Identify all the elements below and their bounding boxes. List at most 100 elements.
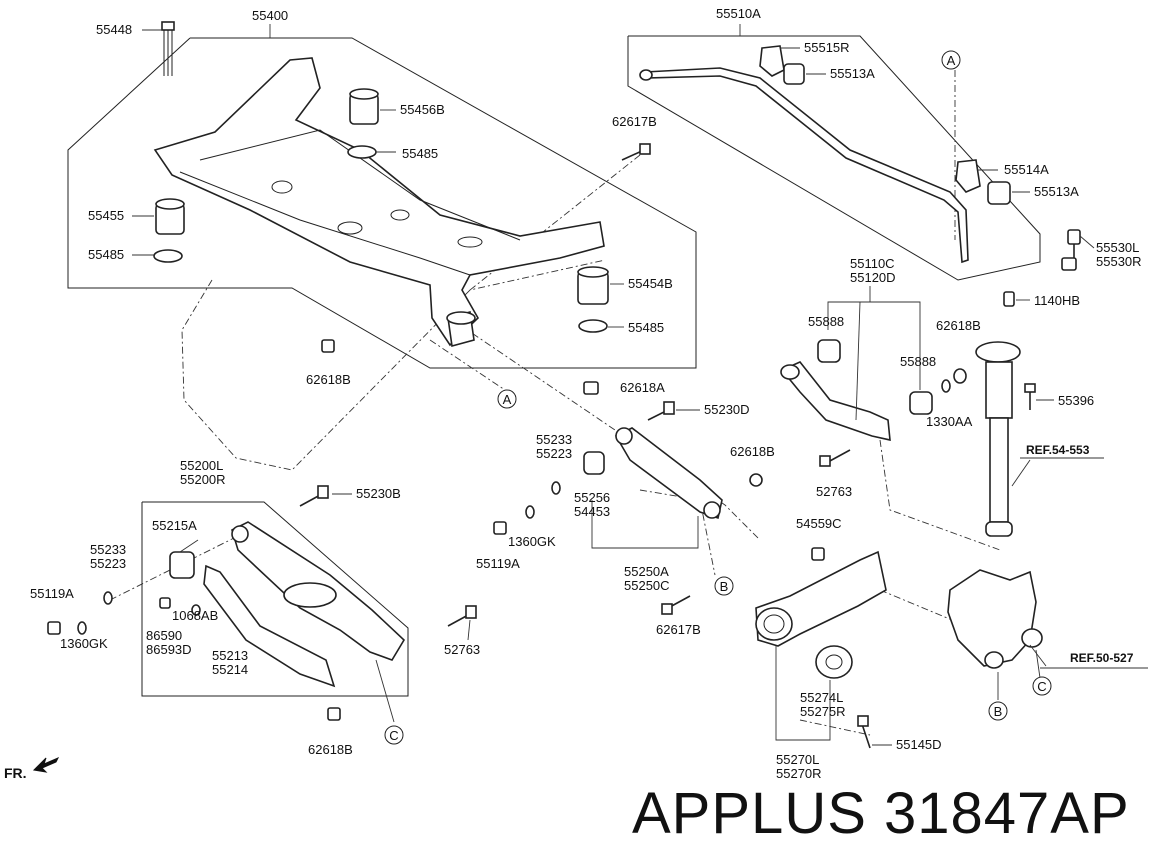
shock-absorber[interactable] [975, 341, 1021, 537]
label-55270R[interactable]: 55270R [776, 766, 822, 781]
washer-55485-b[interactable] [153, 249, 183, 263]
nut-62618B-right[interactable] [953, 368, 967, 384]
label-62617B-bottom[interactable]: 62617B [656, 622, 701, 637]
label-62618B-bottom-left[interactable]: 62618B [308, 742, 353, 757]
label-62618B-right[interactable]: 62618B [936, 318, 981, 333]
label-1068AB[interactable]: 1068AB [172, 608, 218, 623]
label-55485-b[interactable]: 55485 [88, 247, 124, 262]
trailing-arm-55270L[interactable] [755, 550, 887, 647]
label-55454B[interactable]: 55454B [628, 276, 673, 291]
marker-C-right[interactable]: C [1032, 676, 1052, 696]
bolt-55145D[interactable] [857, 715, 871, 749]
label-55396[interactable]: 55396 [1058, 393, 1094, 408]
label-54559C[interactable]: 54559C [796, 516, 842, 531]
label-55250C[interactable]: 55250C [624, 578, 670, 593]
bushing-55455[interactable] [155, 198, 185, 235]
label-55513A-top[interactable]: 55513A [830, 66, 875, 81]
marker-A-bottom[interactable]: A [497, 389, 517, 409]
label-55485-c[interactable]: 55485 [628, 320, 664, 335]
nut-55119A-mid[interactable] [493, 521, 507, 535]
bolt-55230D[interactable] [647, 401, 675, 421]
bushing-55274L[interactable] [815, 645, 853, 679]
label-1140HB[interactable]: 1140HB [1034, 293, 1080, 308]
washer-55485-c[interactable] [578, 319, 608, 333]
nut-62618B-mid[interactable] [749, 473, 763, 487]
bushing-55256[interactable] [583, 451, 605, 475]
label-55256[interactable]: 55256 [574, 490, 610, 505]
label-55530L[interactable]: 55530L [1096, 240, 1139, 255]
bushing-55888-a[interactable] [817, 339, 841, 363]
label-55223-left[interactable]: 55223 [90, 556, 126, 571]
washer-1330AA[interactable] [941, 379, 951, 393]
ref-label-knuckle[interactable]: REF.50-527 [1070, 651, 1134, 665]
label-1360GK-left[interactable]: 1360GK [60, 636, 108, 651]
label-54453[interactable]: 54453 [574, 504, 610, 519]
label-62618B-left[interactable]: 62618B [306, 372, 351, 387]
label-55485-a[interactable]: 55485 [402, 146, 438, 161]
washer-1360GK-mid[interactable] [525, 505, 535, 519]
label-55230D[interactable]: 55230D [704, 402, 750, 417]
label-55274L[interactable]: 55274L [800, 690, 843, 705]
label-55275R[interactable]: 55275R [800, 704, 846, 719]
label-55888-a[interactable]: 55888 [808, 314, 844, 329]
bolt-1140HB[interactable] [1003, 291, 1015, 307]
label-55200R[interactable]: 55200R [180, 472, 226, 487]
link-55530[interactable] [1061, 229, 1081, 271]
label-55510A[interactable]: 55510A [716, 6, 761, 21]
marker-C-left[interactable]: C [384, 725, 404, 745]
label-1330AA[interactable]: 1330AA [926, 414, 973, 429]
label-55515R[interactable]: 55515R [804, 40, 850, 55]
label-55230B[interactable]: 55230B [356, 486, 401, 501]
spring-seat-55213[interactable] [203, 564, 336, 688]
bushing-55456B[interactable] [349, 88, 379, 125]
nut-62618B-left[interactable] [321, 339, 335, 353]
label-55214[interactable]: 55214 [212, 662, 248, 677]
bolt-55396[interactable] [1024, 383, 1036, 410]
bolt-52763-right[interactable] [819, 449, 851, 467]
label-55120D[interactable]: 55120D [850, 270, 896, 285]
label-55888-b[interactable]: 55888 [900, 354, 936, 369]
label-86593D[interactable]: 86593D [146, 642, 192, 657]
bolt-62617B-top[interactable] [621, 143, 651, 161]
label-55233-left[interactable]: 55233 [90, 542, 126, 557]
washer-1360GK-left[interactable] [77, 621, 87, 635]
bracket-55514A[interactable] [955, 159, 981, 193]
label-55513A-mid[interactable]: 55513A [1034, 184, 1079, 199]
bolt-54559C[interactable] [811, 547, 825, 561]
label-55270L[interactable]: 55270L [776, 752, 819, 767]
bushing-55215A[interactable] [169, 551, 195, 579]
crossmember-55400[interactable] [153, 57, 605, 348]
marker-B-right[interactable]: B [988, 701, 1008, 721]
lower-link-55250A[interactable] [614, 427, 723, 520]
nut-62618A[interactable] [583, 381, 599, 395]
bushing-55513A-mid[interactable] [987, 181, 1011, 205]
bolt-55448[interactable] [161, 21, 175, 76]
label-55213[interactable]: 55213 [212, 648, 248, 663]
label-52763-right[interactable]: 52763 [816, 484, 852, 499]
label-55456B[interactable]: 55456B [400, 102, 445, 117]
label-55145D[interactable]: 55145D [896, 737, 942, 752]
bolt-52763-left[interactable] [447, 605, 477, 627]
label-55455[interactable]: 55455 [88, 208, 124, 223]
label-62618B-mid[interactable]: 62618B [730, 444, 775, 459]
label-55250A[interactable]: 55250A [624, 564, 669, 579]
label-55400[interactable]: 55400 [252, 8, 288, 23]
nut-55119A-left[interactable] [47, 621, 61, 635]
bracket-55515R[interactable] [759, 45, 785, 77]
label-55215A[interactable]: 55215A [152, 518, 197, 533]
label-62617B-top[interactable]: 62617B [612, 114, 657, 129]
marker-B-mid[interactable]: B [714, 576, 734, 596]
bolt-62617B-bottom[interactable] [661, 595, 691, 615]
label-55514A[interactable]: 55514A [1004, 162, 1049, 177]
bushing-55888-b[interactable] [909, 391, 933, 415]
washer-55485-a[interactable] [347, 145, 377, 159]
upper-arm-55110C[interactable] [780, 361, 891, 442]
label-55119A-left[interactable]: 55119A [30, 586, 74, 601]
stabilizer-bar-55510A[interactable] [639, 67, 969, 264]
label-55119A-mid[interactable]: 55119A [476, 556, 520, 571]
label-86590[interactable]: 86590 [146, 628, 182, 643]
label-62618A[interactable]: 62618A [620, 380, 665, 395]
label-1360GK-mid[interactable]: 1360GK [508, 534, 556, 549]
washer-55233-mid[interactable] [551, 481, 561, 495]
nut-62618B-bottom-left[interactable] [327, 707, 341, 721]
